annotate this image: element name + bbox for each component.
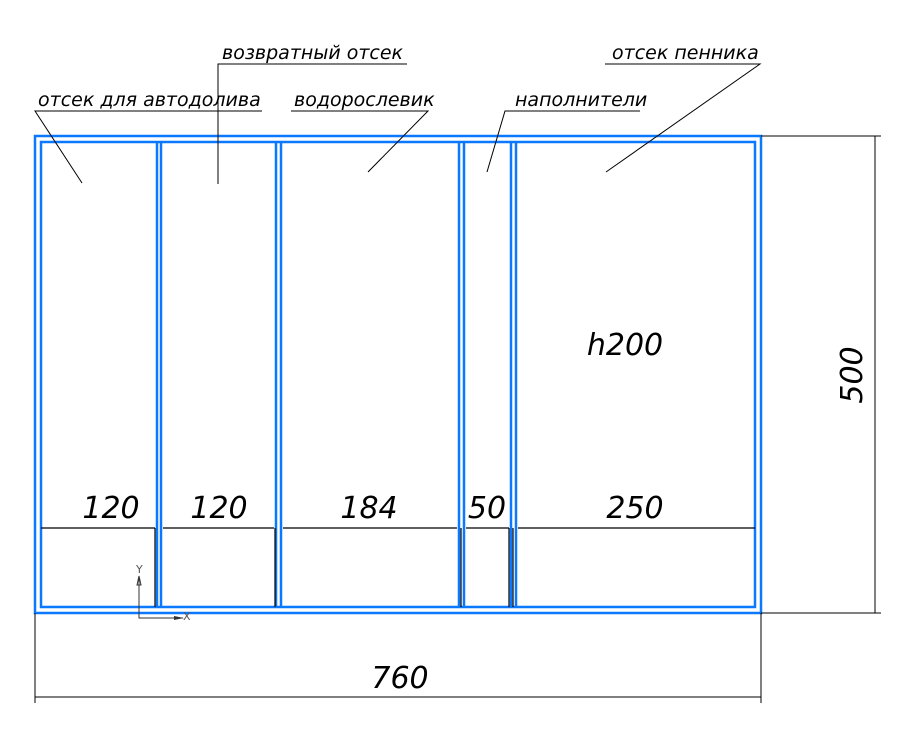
inner-wall (39, 140, 757, 609)
dim-section-4: 50 (468, 491, 506, 526)
axis-y-label: Y (135, 563, 143, 576)
outer-wall (33, 134, 763, 615)
dim-section-2: 120 (190, 491, 247, 526)
label-algae-scrubber: водорослевик (294, 89, 435, 111)
dim-section-5: 250 (606, 491, 663, 526)
coordinate-axes-icon: Y X (135, 563, 191, 623)
dim-total-width: 760 (371, 661, 428, 696)
label-media: наполнители (515, 89, 647, 111)
overall-width-dimension: 760 (34, 613, 762, 703)
dim-section-3: 184 (340, 491, 397, 526)
section-dimensions: 120 120 184 50 250 (41, 491, 755, 607)
overall-depth-dimension: 500 (761, 135, 881, 614)
callouts: отсек для автодолива возвратный отсек во… (34, 42, 762, 184)
height-note: h200 (587, 328, 663, 363)
dim-section-1: 120 (82, 491, 139, 526)
label-return: возвратный отсек (222, 42, 404, 64)
dim-total-depth: 500 (835, 346, 870, 403)
tank-walls (33, 134, 763, 615)
label-autotopoff: отсек для автодолива (38, 89, 261, 111)
label-skimmer: отсек пенника (612, 42, 759, 64)
axis-x-label: X (183, 610, 191, 623)
